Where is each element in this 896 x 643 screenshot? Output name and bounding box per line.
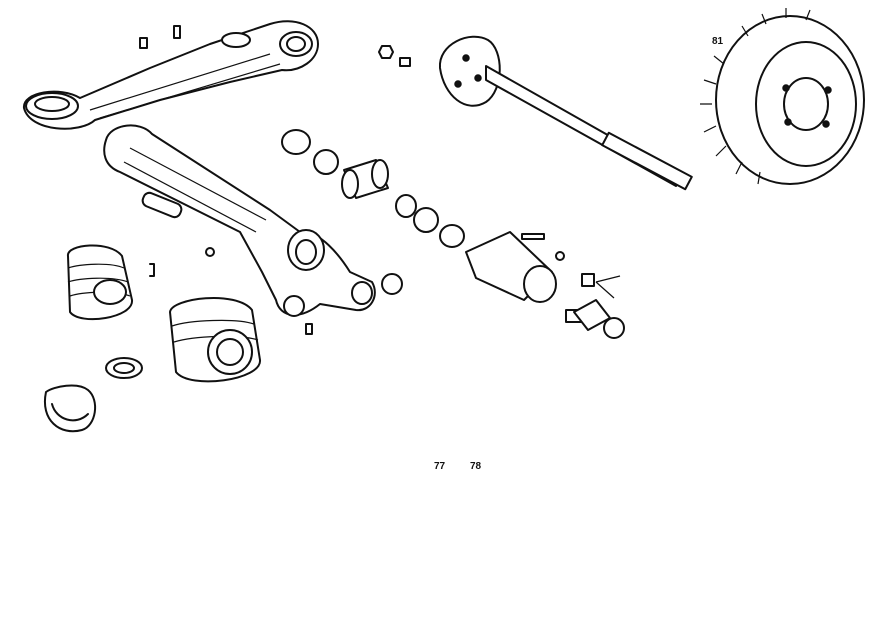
hose-clamp-1 — [105, 357, 143, 379]
small-nut-1 — [205, 247, 313, 335]
upper-suspension-arm — [23, 20, 319, 130]
bracket-mark — [149, 263, 155, 277]
cross-spider — [573, 273, 625, 339]
circlip-ring-1 — [281, 129, 339, 175]
arm-bolt-1 — [139, 25, 181, 49]
bushing-sleeve — [341, 159, 389, 199]
rubber-boot-1 — [67, 244, 134, 321]
brake-drum — [700, 8, 865, 185]
wheel-bolt — [378, 45, 411, 67]
part-number-77: 77 — [434, 461, 446, 472]
part-number-81: 81 — [712, 36, 724, 47]
axle-shaft-upper — [438, 35, 693, 191]
spacer-ring-set — [381, 194, 465, 295]
coil-clip — [43, 384, 97, 433]
rubber-boot-2 — [169, 297, 262, 383]
part-number-78: 78 — [470, 461, 482, 472]
left-axle-housing — [103, 124, 376, 317]
drive-shaft-joint — [465, 231, 591, 323]
